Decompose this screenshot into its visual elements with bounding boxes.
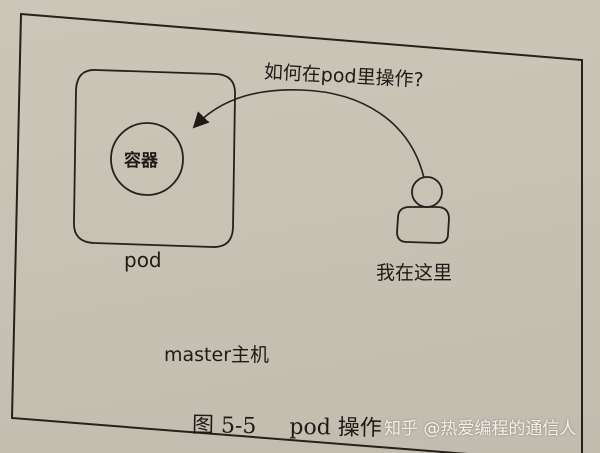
figure-title: pod 操作	[289, 414, 382, 442]
pod-label: pod	[124, 248, 162, 272]
master-host-label: master主机	[164, 344, 270, 366]
figure-caption: 图 5-5 pod 操作	[192, 407, 382, 442]
master-host-frame	[10, 12, 583, 453]
figure-number: 图 5-5	[191, 413, 257, 440]
user-location-label: 我在这里	[376, 262, 453, 284]
container-circle	[110, 122, 184, 196]
pod-box	[73, 69, 236, 248]
curved-arrow-icon	[192, 89, 425, 179]
container-label: 容器	[124, 151, 158, 171]
watermark: 知乎 @热爱编程的通信人	[384, 419, 577, 439]
person-icon	[396, 176, 450, 244]
